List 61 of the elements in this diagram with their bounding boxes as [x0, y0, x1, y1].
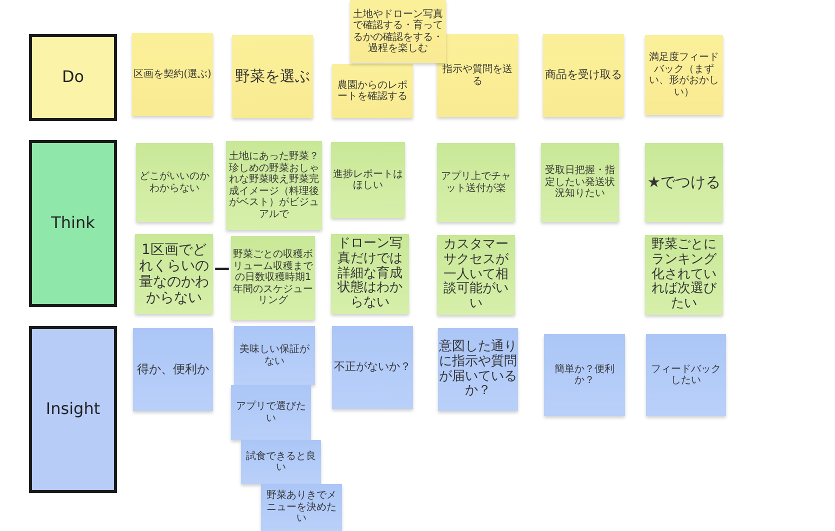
- note-text: 得か、便利か: [137, 362, 209, 376]
- sticky-note: [241, 440, 321, 484]
- sticky-note: [132, 33, 213, 116]
- sticky-note: [543, 34, 624, 117]
- sticky-note: [645, 143, 723, 222]
- sticky-note: [231, 385, 311, 440]
- note-text: 野菜ごとの収穫ボリューム収穫までの日数収穫時期1年間のスケジューリング: [232, 249, 314, 307]
- sticky-note: [437, 34, 518, 117]
- note-text: アプリ上でチャット送付が楽: [440, 171, 512, 194]
- sticky-note: [226, 141, 322, 230]
- row-title: Do: [62, 68, 84, 87]
- note-text: 土地やドローン写真で確認する・育ってるかの確認をする・過程を楽しむ: [352, 8, 444, 54]
- dash-mark: ー: [214, 260, 230, 281]
- note-text: どこがいいのかわからない: [138, 171, 210, 194]
- note-text: 野菜を選ぶ: [235, 68, 310, 86]
- sticky-note: [645, 235, 723, 315]
- row-title: Think: [51, 214, 95, 233]
- note-text: アプリで選びたい: [235, 401, 307, 424]
- sticky-note: [261, 484, 342, 531]
- note-text: フィードバックしたい: [650, 364, 722, 386]
- sticky-note: [645, 35, 723, 115]
- sticky-note: [331, 142, 405, 218]
- sticky-note: [135, 234, 213, 314]
- note-text: 満足度フィードバック（まずい、形がおかしい）: [648, 52, 720, 98]
- note-text: 美味しい保証がない: [238, 344, 310, 367]
- note-text: 土地にあった野菜？珍しめの野菜おしゃれな野菜映え野菜完成イメージ（料理後がベスト）がビジュアルで: [228, 151, 320, 220]
- note-text: 意図した通りに指示や質問が届いているか？: [439, 340, 517, 400]
- sticky-note: [544, 334, 625, 416]
- sticky-note: [234, 326, 315, 385]
- note-text: 指示や質問を送る: [442, 64, 514, 87]
- note-text: 野菜ごとにランキング化されていれば次選びたい: [650, 238, 718, 312]
- sticky-note: [232, 35, 313, 118]
- note-text: 農園からのレポートを確認する: [336, 80, 408, 102]
- sticky-note: [231, 236, 315, 320]
- sticky-note: [350, 0, 446, 63]
- sticky-note: [136, 143, 213, 222]
- sticky-note: [332, 326, 413, 409]
- note-text: 1区画でどれくらいの量なのかわからない: [138, 242, 210, 306]
- row-header: [29, 140, 117, 307]
- note-text: カスタマーサクセスが一人いて相談可能がいい: [442, 238, 510, 312]
- sticky-note: [437, 235, 515, 315]
- note-text: 区画を契約(選ぶ): [134, 68, 212, 80]
- sticky-note: [541, 143, 619, 222]
- sticky-note: [331, 234, 409, 314]
- note-text: ★でつける: [647, 174, 721, 192]
- note-text: 不正がないか？: [334, 361, 411, 374]
- sticky-note: [437, 143, 515, 222]
- sticky-note: [332, 64, 413, 118]
- row-header: [29, 326, 117, 493]
- sticky-note: [438, 328, 518, 411]
- note-text: 進捗レポートはほしい: [332, 168, 404, 192]
- note-text: 簡単か？便利か？: [554, 364, 616, 386]
- note-text: ドローン写真だけでは詳細な育成状態はわからない: [336, 236, 404, 312]
- sticky-note: [646, 334, 726, 416]
- sticky-note: [133, 328, 213, 411]
- note-text: 商品を受け取る: [545, 69, 622, 82]
- note-text: 受取日把握・指定したい発送状況知りたい: [544, 165, 616, 200]
- note-text: 試食できると良い: [245, 450, 317, 474]
- note-text: 野菜ありきでメニューを決めたい: [266, 490, 338, 525]
- row-title: Insight: [46, 400, 100, 419]
- row-header: [29, 34, 117, 121]
